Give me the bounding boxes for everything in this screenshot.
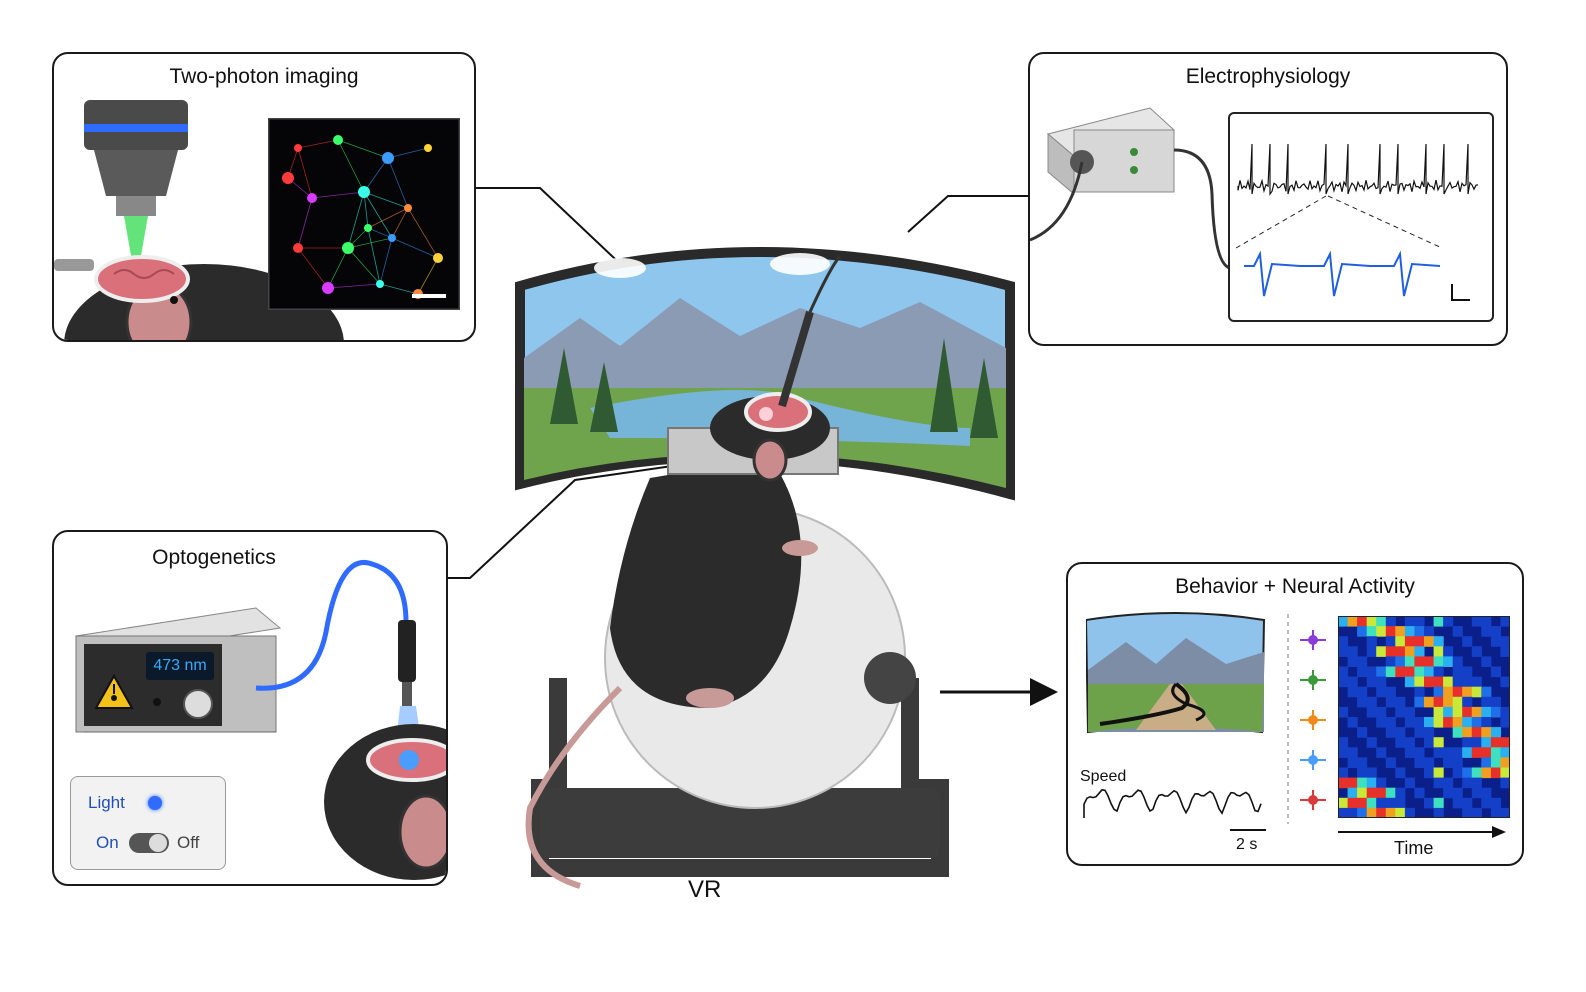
scale-bar — [412, 294, 446, 298]
neuron-image — [268, 118, 460, 310]
vr-rig — [515, 247, 1015, 889]
ephys-trace — [1235, 143, 1479, 301]
speed-scale-label: 2 s — [1236, 836, 1258, 853]
ephys-panel: Electrophysiology — [1028, 52, 1508, 346]
arrow-to-behavior-head — [1030, 678, 1058, 706]
recording-electrode — [778, 310, 814, 408]
activity-heatmap — [1338, 616, 1510, 818]
neuron-soma — [433, 253, 443, 263]
off-label: Off — [177, 833, 200, 852]
neuron-soma — [424, 144, 432, 152]
laser-warning-icon — [94, 674, 134, 709]
neuron-soma — [388, 234, 396, 242]
neuron-soma — [382, 152, 394, 164]
neuron-markers — [1300, 630, 1326, 810]
neuron-marker-icon — [1308, 795, 1318, 805]
speed-trace — [1083, 788, 1266, 831]
connector-ephys — [907, 195, 1030, 233]
mouse-tail — [525, 685, 623, 889]
neuron-marker-icon — [1308, 675, 1318, 685]
neuron-soma — [282, 172, 294, 184]
neuron-soma — [404, 204, 412, 212]
behavior-vr-scene — [1086, 612, 1266, 734]
ephys-title: Electrophysiology — [1185, 65, 1351, 88]
neuron-soma — [342, 242, 354, 254]
behavior-title: Behavior + Neural Activity — [1175, 575, 1415, 598]
neuron-marker-icon — [1308, 715, 1318, 725]
neuron-soma — [322, 282, 334, 294]
time-label: Time — [1394, 838, 1434, 858]
optogenetics-panel: Optogenetics 473 nm Light — [52, 530, 448, 886]
neuron-marker-icon — [1308, 755, 1318, 765]
toggle-knob — [149, 834, 167, 852]
toggle-switch-icon[interactable] — [129, 833, 169, 853]
amplifier-icon — [1030, 107, 1230, 270]
time-axis-arrow — [1338, 826, 1506, 838]
neuron-soma — [333, 135, 343, 145]
neuron-soma — [376, 280, 384, 288]
light-control-box: Light On Off — [70, 776, 226, 870]
ephys-trace-box — [1228, 112, 1494, 322]
divider-line — [1287, 614, 1289, 824]
neuron-soma — [293, 243, 303, 253]
neuron-marker-icon — [1308, 635, 1318, 645]
vr-label: VR — [688, 876, 722, 903]
two-photon-title: Two-photon imaging — [169, 65, 359, 88]
opto-title: Optogenetics — [152, 546, 276, 569]
on-label: On — [96, 833, 119, 852]
neuron-soma — [358, 186, 370, 198]
speed-label: Speed — [1080, 768, 1127, 785]
mouse-body — [610, 458, 802, 708]
behavior-panel: Behavior + Neural Activity Speed 2 s Tim… — [1066, 562, 1524, 866]
wavelength-readout: 473 nm — [153, 657, 207, 674]
neuron-soma — [364, 224, 372, 232]
light-label: Light — [88, 793, 125, 812]
neuron-soma — [294, 144, 302, 152]
trace-scale-bar — [1451, 284, 1470, 301]
connector-opto — [448, 461, 701, 579]
two-photon-panel: Two-photon imaging — [52, 52, 476, 342]
neuron-soma — [307, 193, 317, 203]
light-indicator-icon — [148, 796, 162, 810]
